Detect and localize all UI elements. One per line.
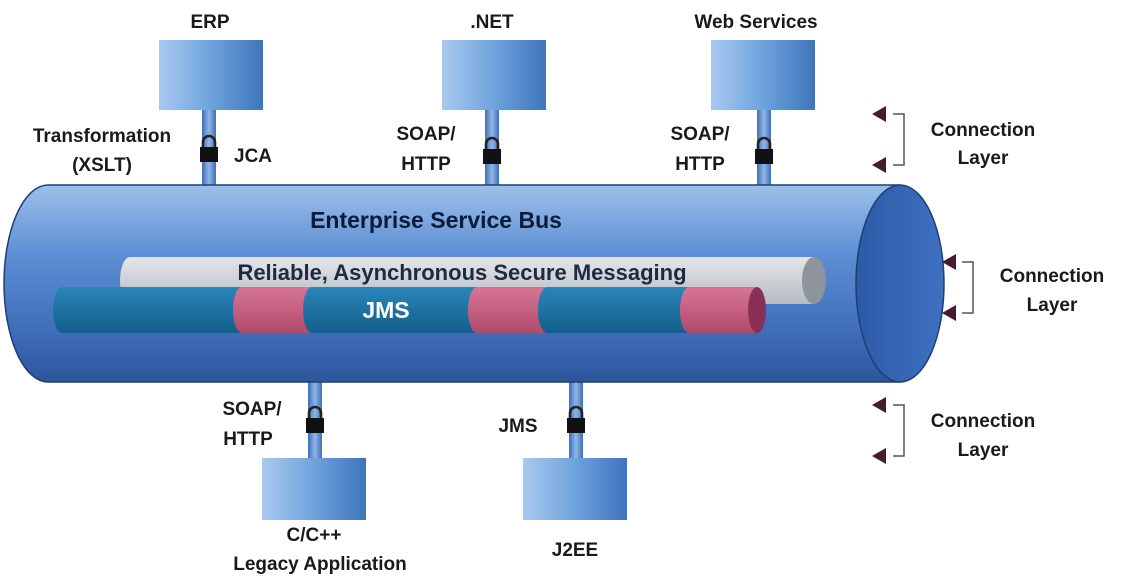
web-services-soap-label: SOAP/ [670, 124, 730, 145]
jms-connector-label: JMS [498, 416, 537, 437]
arrow-up-icon [872, 106, 886, 122]
bus-title: Enterprise Service Bus [310, 207, 562, 233]
transformation-label-line1: Transformation [33, 126, 171, 147]
web-services-box [711, 40, 815, 110]
connection-layer-bracket-middle [962, 261, 974, 314]
messaging-label: Reliable, Asynchronous Secure Messaging [237, 260, 686, 285]
legacy-soap-label: SOAP/ [222, 399, 282, 420]
dotnet-http-label: HTTP [401, 154, 451, 175]
lock-icon [306, 405, 324, 433]
dotnet-soap-label: SOAP/ [396, 124, 456, 145]
connection-layer-label-middle-line2: Layer [1027, 295, 1078, 316]
erp-box [159, 40, 263, 110]
transformation-label-line2: (XSLT) [72, 155, 132, 176]
lock-icon [483, 136, 501, 164]
jms-tube [53, 287, 766, 333]
erp-label: ERP [190, 12, 229, 33]
lock-icon [200, 134, 218, 162]
lock-icon [755, 136, 773, 164]
jms-bus-label: JMS [362, 297, 409, 323]
dotnet-box [442, 40, 546, 110]
arrow-down-icon [942, 305, 956, 321]
lock-icon [567, 405, 585, 433]
legacy-http-label: HTTP [223, 429, 273, 450]
connection-layer-label-bottom-line1: Connection [931, 411, 1036, 432]
connection-layer-label-middle-line1: Connection [1000, 266, 1105, 287]
web-services-label: Web Services [694, 12, 817, 33]
connection-layer-label-bottom-line2: Layer [958, 440, 1009, 461]
arrow-up-icon [872, 397, 886, 413]
connection-layer-bracket-bottom [893, 404, 905, 457]
j2ee-box [523, 458, 627, 520]
legacy-label-line2: Legacy Application [233, 554, 407, 575]
arrow-down-icon [872, 157, 886, 173]
bus-end-cap [855, 184, 945, 383]
web-services-http-label: HTTP [675, 154, 725, 175]
arrow-down-icon [872, 448, 886, 464]
legacy-label-line1: C/C++ [287, 525, 342, 546]
connection-layer-label-top-line2: Layer [958, 148, 1009, 169]
web-services-pipe [757, 108, 771, 186]
dotnet-label: .NET [470, 12, 514, 33]
connection-layer-bracket-top [893, 113, 905, 166]
j2ee-label: J2EE [552, 540, 598, 561]
arrow-up-icon [942, 254, 956, 270]
connection-layer-label-top-line1: Connection [931, 120, 1036, 141]
dotnet-pipe [485, 108, 499, 186]
legacy-box [262, 458, 366, 520]
jca-label: JCA [234, 146, 272, 167]
